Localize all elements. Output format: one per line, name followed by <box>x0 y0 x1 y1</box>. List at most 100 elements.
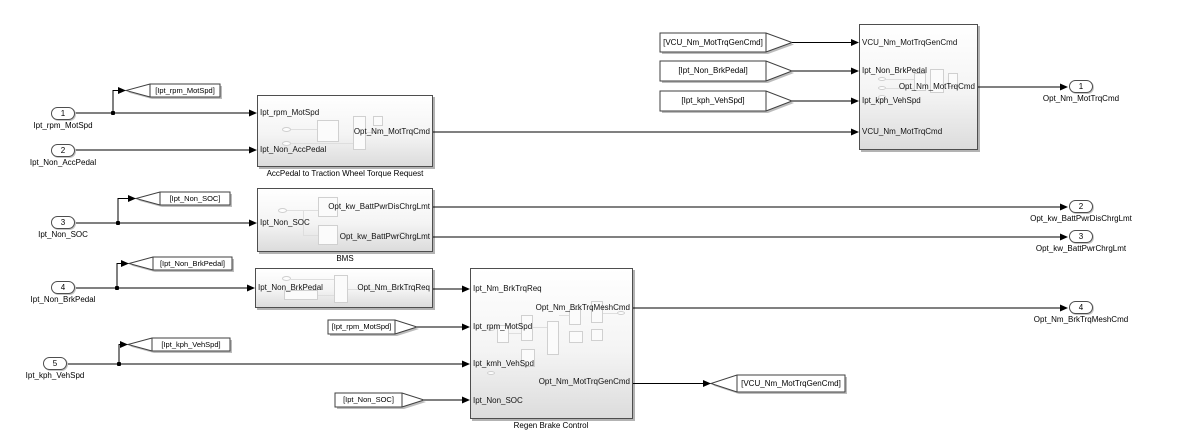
goto-tag-label[interactable]: [Ipt_Non_SOC] <box>169 194 221 203</box>
from-tag-label[interactable]: [Ipt_rpm_MotSpd] <box>331 322 392 331</box>
inport-number: 1 <box>60 109 66 118</box>
inport-1[interactable]: 1 <box>51 107 75 120</box>
outport-1[interactable]: 1 <box>1069 80 1093 93</box>
ghost-content <box>603 313 617 314</box>
ghost-content <box>353 116 366 150</box>
inport-label: Ipt_Non_SOC <box>38 230 88 239</box>
ghost-content <box>533 327 547 328</box>
block-port-label: VCU_Nm_MotTrqCmd <box>862 127 943 136</box>
from-tag-label[interactable]: [Ipt_kph_VehSpd] <box>681 96 745 105</box>
subsystem-bms-block[interactable] <box>257 188 433 252</box>
goto-tag-label[interactable]: [Ipt_Non_BrkPedal] <box>159 259 226 268</box>
wire <box>116 263 121 288</box>
ghost-content <box>487 327 495 331</box>
inport-2[interactable]: 2 <box>51 144 75 157</box>
block-port-label: Opt_Nm_BrkTrqMeshCmd <box>535 303 630 312</box>
subsystem-accpedal-block[interactable] <box>257 95 433 167</box>
ghost-content <box>878 86 886 90</box>
outport-number: 3 <box>1078 232 1084 241</box>
inport-number: 2 <box>60 146 66 155</box>
inport-label: Ipt_Non_AccPedal <box>29 158 97 167</box>
ghost-content <box>303 235 318 236</box>
goto-tag-label[interactable]: [VCU_Nm_MotTrqGenCmd] <box>741 379 841 388</box>
from-tag-label[interactable]: [VCU_Nm_MotTrqGenCmd] <box>663 38 763 47</box>
from-tag-label[interactable]: [Ipt_Non_BrkPedal] <box>678 66 748 75</box>
inport-3[interactable]: 3 <box>51 216 75 229</box>
ghost-content <box>318 225 338 245</box>
inport-5[interactable]: 5 <box>43 357 67 370</box>
ghost-content <box>282 127 291 132</box>
outport-label: Opt_kw_BattPwrChrgLmt <box>1035 244 1127 253</box>
wire <box>117 198 128 223</box>
block-port-label: Opt_Nm_MotTrqGenCmd <box>538 377 630 386</box>
outport-label: Opt_Nm_MotTrqCmd <box>1042 94 1120 103</box>
inport-label: Ipt_Non_BrkPedal <box>30 295 96 304</box>
ghost-content <box>914 73 926 91</box>
block-port-label: Ipt_Non_AccPedal <box>260 145 327 154</box>
block-port-label: Opt_Nm_BrkTrqReq <box>357 283 430 292</box>
block-port-label: Ipt_rpm_MotSpd <box>260 108 320 117</box>
subsystem-regen-block[interactable] <box>470 268 633 419</box>
inport-number: 5 <box>52 359 58 368</box>
ghost-content <box>948 73 958 87</box>
inport-label: Ipt_kph_VehSpd <box>25 371 85 380</box>
block-port-label: Ipt_Non_BrkPedal <box>862 66 927 75</box>
outport-number: 2 <box>1078 202 1084 211</box>
outport-label: Opt_Nm_BrkTrqMeshCmd <box>1033 315 1129 324</box>
block-caption: Regen Brake Control <box>513 421 589 430</box>
ghost-content <box>521 315 533 341</box>
outport-number: 4 <box>1078 303 1084 312</box>
ghost-content <box>878 77 886 81</box>
ghost-content <box>878 95 886 99</box>
inport-4[interactable]: 4 <box>51 281 75 294</box>
ghost-content <box>282 141 291 146</box>
ghost-content <box>591 301 603 323</box>
ghost-content <box>547 321 559 355</box>
block-port-label: Ipt_Non_BrkPedal <box>258 283 323 292</box>
ghost-content <box>398 232 407 237</box>
subsystem-vcu-block[interactable] <box>859 24 978 150</box>
wire <box>118 344 120 364</box>
block-port-label: Opt_kw_BattPwrChrgLmt <box>339 232 430 241</box>
block-port-label: Opt_Nm_MotTrqCmd <box>353 127 430 136</box>
ghost-content <box>373 116 383 126</box>
ghost-content <box>509 333 521 334</box>
goto-tag-label[interactable]: [Ipt_kph_VehSpd] <box>161 340 221 349</box>
outport-4[interactable]: 4 <box>1069 301 1093 314</box>
ghost-content <box>569 309 581 325</box>
ghost-content <box>497 325 509 343</box>
outport-3[interactable]: 3 <box>1069 230 1093 243</box>
ghost-content <box>559 315 569 316</box>
ghost-content <box>303 210 304 236</box>
block-port-label: Ipt_rpm_MotSpd <box>473 322 533 331</box>
ghost-content <box>366 132 380 133</box>
block-port-label: VCU_Nm_MotTrqGenCmd <box>862 38 958 47</box>
ghost-content <box>348 289 418 290</box>
wire <box>112 90 118 113</box>
ghost-content <box>591 329 603 341</box>
goto-tag-label[interactable]: [Ipt_rpm_MotSpd] <box>155 86 215 95</box>
ghost-content <box>617 311 625 315</box>
ghost-content <box>291 143 353 144</box>
inport-number: 3 <box>60 218 66 227</box>
ghost-content <box>291 129 317 130</box>
ghost-content <box>317 120 339 142</box>
block-caption: BMS <box>336 254 354 263</box>
block-port-label: Ipt_Non_SOC <box>260 218 310 227</box>
inport-number: 4 <box>60 283 66 292</box>
block-port-label: Ipt_Non_SOC <box>473 396 523 405</box>
subsystem-brakepedal-block[interactable] <box>255 268 433 308</box>
ghost-content <box>569 331 583 343</box>
ghost-content <box>278 208 287 213</box>
ghost-content <box>487 371 495 375</box>
block-port-label: Ipt_kph_VehSpd <box>862 96 921 105</box>
ghost-content <box>287 210 318 211</box>
outport-2[interactable]: 2 <box>1069 200 1093 213</box>
from-tag-label[interactable]: [Ipt_Non_SOC] <box>343 395 394 404</box>
ghost-content <box>886 88 914 89</box>
ghost-content <box>930 69 944 93</box>
ghost-content <box>886 79 914 80</box>
block-port-label: Ipt_kmh_VehSpd <box>473 359 534 368</box>
outport-number: 1 <box>1078 82 1084 91</box>
